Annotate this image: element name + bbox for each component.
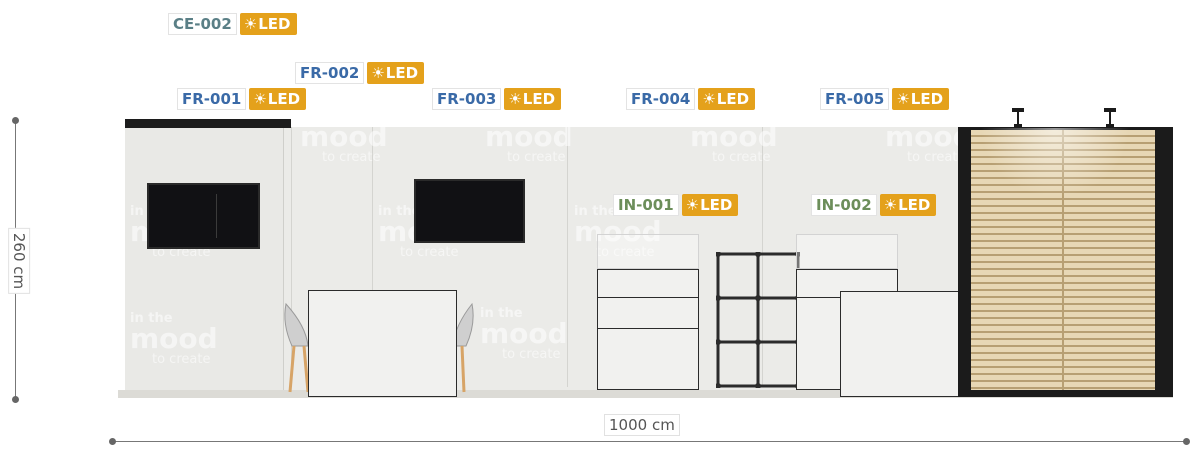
sun-icon: ☀ [702, 90, 716, 108]
tv-screen [147, 183, 260, 249]
tv-screen [414, 179, 525, 243]
panel-seam [762, 127, 763, 387]
label-fr-003: FR-003 ☀LED [432, 88, 562, 110]
led-badge: ☀LED [367, 62, 425, 84]
sun-icon: ☀ [243, 15, 258, 33]
sun-icon: ☀ [896, 90, 910, 108]
column-cap [125, 119, 291, 128]
label-fr-004: FR-004 ☀LED [626, 88, 756, 110]
sun-icon: ☀ [253, 90, 267, 108]
spotlight-icon [1104, 108, 1116, 128]
shelf-rack [716, 252, 800, 388]
sun-icon: ☀ [508, 90, 522, 108]
label-fr-002: FR-002 ☀LED [295, 62, 425, 84]
sun-icon: ☀ [685, 196, 700, 214]
label-fr-005: FR-005 ☀LED [820, 88, 950, 110]
wood-slat-divider [1062, 130, 1064, 390]
label-ce-002: CE-002 ☀LED [168, 13, 297, 35]
label-code: FR-004 [626, 88, 696, 110]
chair [284, 302, 310, 393]
sun-icon: ☀ [883, 196, 898, 214]
cabinet-shelf [598, 328, 698, 329]
chair [451, 302, 474, 393]
spotlight-icon [1012, 108, 1024, 128]
showcase-cabinet [597, 269, 699, 390]
led-badge: ☀LED [879, 194, 937, 216]
label-code: FR-003 [432, 88, 502, 110]
column [125, 128, 284, 390]
label-code: IN-002 [811, 194, 877, 216]
showcase-top [796, 234, 898, 269]
height-dimension-label: 260 cm [8, 227, 31, 295]
sun-icon: ☀ [371, 64, 385, 82]
wall-light-glow [980, 128, 1130, 198]
led-badge: ☀LED [249, 88, 307, 110]
floor-line [118, 390, 1173, 398]
counter [308, 290, 457, 397]
label-code: FR-002 [295, 62, 365, 84]
label-code: FR-005 [820, 88, 890, 110]
label-in-002: IN-002 ☀LED [811, 194, 937, 216]
panel-seam [567, 127, 568, 387]
dimension-endpoint [12, 117, 19, 124]
panel-seam [291, 127, 292, 387]
dimension-endpoint [109, 438, 116, 445]
led-badge: ☀LED [239, 13, 297, 35]
led-badge: ☀LED [681, 194, 739, 216]
cabinet-shelf [598, 297, 698, 298]
showcase-top [597, 234, 699, 269]
label-code: IN-001 [613, 194, 679, 216]
label-in-001: IN-001 ☀LED [613, 194, 739, 216]
dimension-endpoint [12, 396, 19, 403]
label-code: FR-001 [177, 88, 247, 110]
label-code: CE-002 [168, 13, 237, 35]
led-badge: ☀LED [698, 88, 756, 110]
panel-seam [372, 127, 373, 387]
tv-divider [216, 194, 217, 238]
led-badge: ☀LED [504, 88, 562, 110]
width-dimension-label: 1000 cm [604, 414, 680, 436]
led-badge: ☀LED [892, 88, 950, 110]
width-dimension-line [112, 441, 1187, 442]
dimension-endpoint [1183, 438, 1190, 445]
label-fr-001: FR-001 ☀LED [177, 88, 307, 110]
